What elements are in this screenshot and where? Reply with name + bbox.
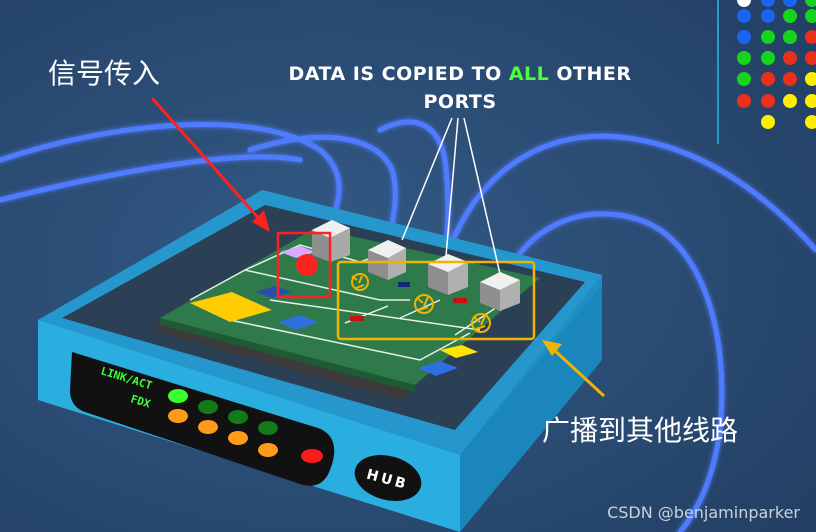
broadcast-ports-box — [336, 260, 536, 341]
led-fdx-4 — [258, 443, 278, 457]
cable-1 — [0, 122, 342, 238]
signal-in-label: 信号传入 — [48, 57, 161, 90]
cable-2 — [0, 154, 303, 203]
cable-5 — [442, 133, 816, 265]
broadcast-caption: DATA IS COPIED TO ALL OTHER PORTS — [250, 60, 670, 116]
caption-text-after: OTHER PORTS — [423, 63, 632, 113]
incoming-signal-dot-icon — [296, 254, 318, 276]
chip-yellow-large — [190, 292, 272, 322]
hub-side-face — [460, 285, 602, 532]
fdx-label: FDX — [129, 392, 152, 410]
copied-signal-icon — [351, 273, 491, 333]
chip-blue-3 — [418, 361, 458, 376]
led-power — [301, 449, 323, 463]
watermark: CSDN @benjaminparker — [607, 503, 800, 522]
led-link-4 — [258, 421, 278, 435]
port-2 — [368, 240, 406, 280]
signal-in-arrow-icon — [150, 97, 270, 232]
led-fdx-1 — [168, 409, 188, 423]
cable-3 — [247, 134, 398, 253]
chip-yellow-small — [440, 345, 478, 358]
chip-red-1 — [350, 316, 364, 321]
broadcast-arrow-icon — [542, 340, 606, 398]
led-fdx-2 — [198, 420, 218, 434]
network-cables — [0, 119, 816, 532]
broadcast-label: 广播到其他线路 — [542, 414, 739, 447]
hub-badge — [354, 454, 422, 502]
incoming-port-box — [276, 231, 332, 299]
caption-highlight: ALL — [508, 63, 550, 85]
chip-purple — [280, 246, 316, 258]
caption-text-before: DATA IS COPIED TO — [288, 63, 509, 85]
hub-device: LINK/ACT FDX HUB — [38, 190, 602, 532]
led-lights — [168, 389, 323, 463]
caption-pointer-lines — [401, 117, 501, 275]
chip-red-2 — [453, 298, 467, 303]
chip-dark-1 — [398, 282, 410, 287]
decorative-dot-grid — [737, 0, 816, 129]
cable-6 — [497, 211, 725, 532]
led-link-3 — [228, 410, 248, 424]
chip-blue-1 — [255, 286, 292, 298]
led-link-1 — [168, 389, 188, 403]
led-fdx-3 — [228, 431, 248, 445]
led-link-2 — [198, 400, 218, 414]
chip-blue-2 — [278, 315, 318, 330]
port-4 — [480, 272, 520, 311]
